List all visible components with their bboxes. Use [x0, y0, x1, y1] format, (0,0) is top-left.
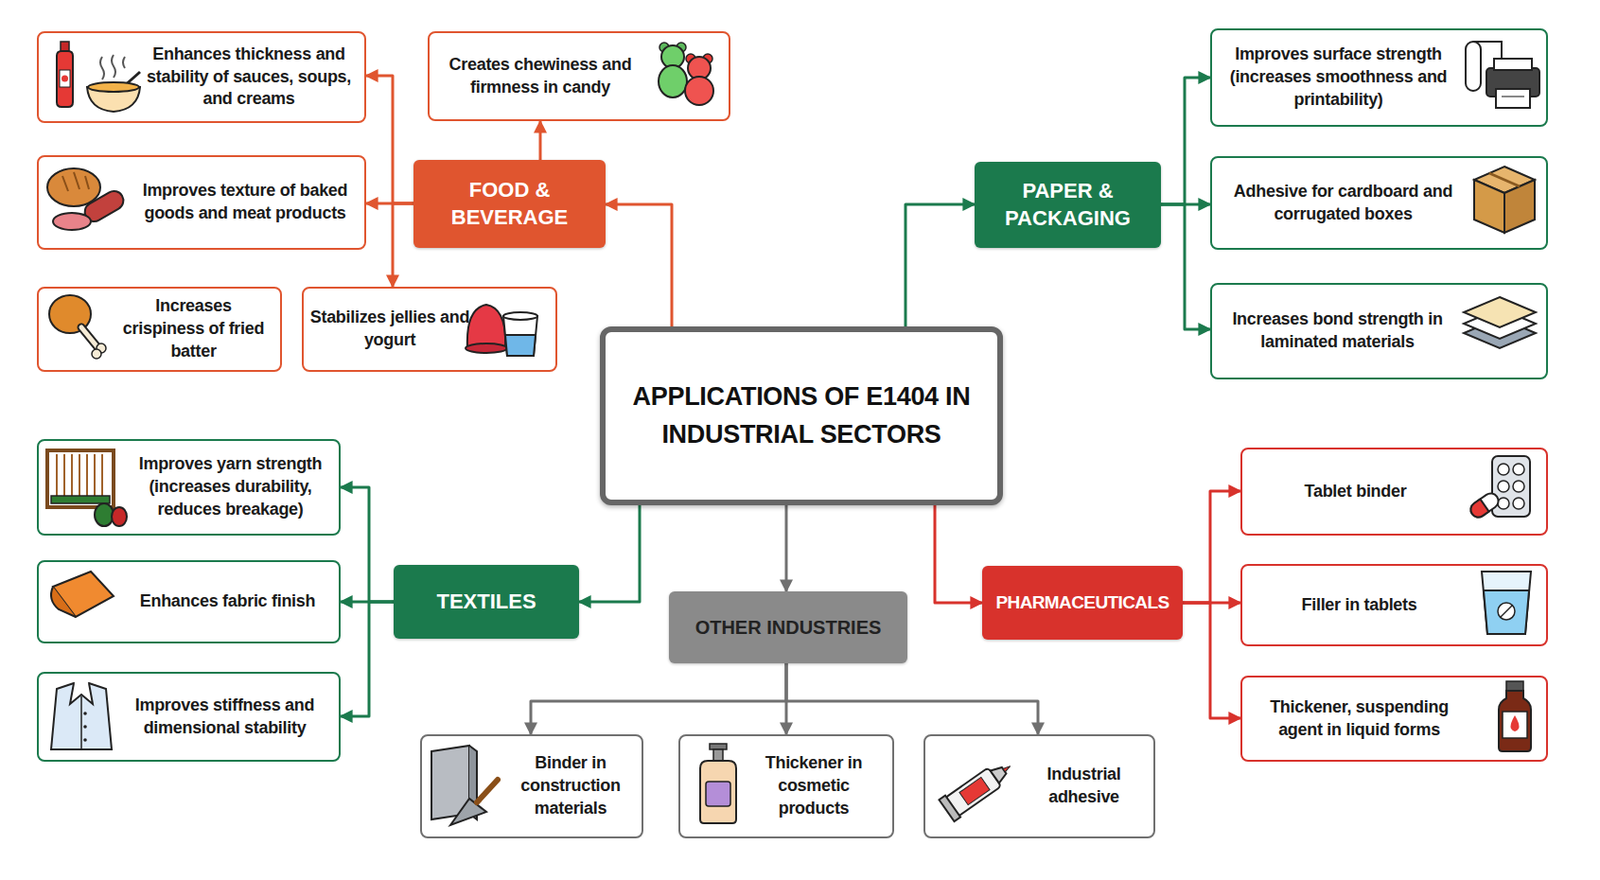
node-text: Enhances thickness and stability of sauc…	[139, 43, 359, 111]
node-text: Improves yarn strength (increases durabi…	[127, 453, 334, 521]
category-box: OTHER INDUSTRIES	[668, 591, 908, 664]
connector-arrow	[1160, 77, 1211, 205]
node-text: Filler in tablets	[1301, 594, 1418, 617]
node-text: Industrial adhesive	[1019, 763, 1148, 809]
application-box: Filler in tablets	[1240, 563, 1548, 647]
category-box: TEXTILES	[393, 564, 580, 639]
application-box: Binder in construction materials	[420, 734, 644, 839]
node-text: Enhances fabric finish	[140, 590, 316, 614]
node-text: Tablet binder	[1304, 480, 1407, 504]
connector-arrow	[366, 202, 414, 206]
node-text: Thickener in cosmetic products	[740, 752, 887, 820]
application-box: Tablet binder	[1240, 447, 1548, 536]
application-box: Improves texture of baked goods and meat…	[36, 155, 367, 250]
connector-arrow	[785, 505, 789, 592]
connector-arrow	[340, 600, 394, 604]
connector-arrow	[934, 505, 983, 603]
node-text: FOOD & BEVERAGE	[421, 176, 598, 231]
node-text: Increases crispiness of fried batter	[112, 295, 275, 363]
node-text: PAPER & PACKAGING	[982, 177, 1154, 232]
connector-arrow	[605, 204, 672, 327]
connector-arrow	[1160, 204, 1211, 330]
application-box: Creates chewiness and firmness in candy	[427, 31, 731, 122]
node-text: Creates chewiness and firmness in candy	[437, 53, 644, 100]
application-box: Stabilizes jellies and yogurt	[301, 286, 558, 372]
application-box: Enhances fabric finish	[36, 560, 341, 644]
connector-arrow	[905, 204, 975, 327]
application-box: Thickener, suspending agent in liquid fo…	[1240, 675, 1548, 762]
connector-arrow	[392, 203, 414, 287]
application-box: Adhesive for cardboard and corrugated bo…	[1210, 156, 1548, 250]
connector-arrow	[1160, 203, 1211, 207]
node-text: PHARMACEUTICALS	[995, 591, 1169, 616]
application-box: Increases crispiness of fried batter	[36, 286, 282, 372]
node-text: Stabilizes jellies and yogurt	[309, 306, 471, 352]
connector-arrow	[1182, 601, 1241, 605]
connector-arrow	[340, 601, 394, 717]
connector-arrow	[1182, 602, 1241, 719]
connector-arrow	[366, 75, 414, 204]
application-box: Improves surface strength (increases smo…	[1210, 28, 1548, 127]
connector-arrow	[530, 663, 787, 735]
application-box: Improves stiffness and dimensional stabi…	[36, 671, 341, 762]
connector-arrow	[1182, 491, 1241, 603]
application-box: Industrial adhesive	[923, 734, 1156, 839]
category-box: PHARMACEUTICALS	[982, 565, 1183, 640]
node-text: APPLICATIONS OF E1404 IN INDUSTRIAL SECT…	[622, 378, 981, 453]
node-text: Improves stiffness and dimensional stabi…	[116, 694, 334, 740]
connector-arrow	[786, 663, 1038, 735]
node-text: Increases bond strength in laminated mat…	[1217, 308, 1458, 354]
node-text: Thickener, suspending agent in liquid fo…	[1248, 696, 1471, 742]
node-text: Improves surface strength (increases smo…	[1217, 43, 1460, 111]
category-box: FOOD & BEVERAGE	[413, 159, 606, 248]
application-box: Improves yarn strength (increases durabi…	[36, 439, 341, 536]
category-box: PAPER & PACKAGING	[974, 161, 1161, 248]
node-text: Binder in construction materials	[505, 752, 636, 820]
node-text: Improves texture of baked goods and meat…	[131, 179, 359, 226]
application-box: Thickener in cosmetic products	[678, 734, 895, 839]
connector-arrow	[340, 487, 394, 602]
application-box: Enhances thickness and stability of sauc…	[36, 31, 367, 124]
node-text: TEXTILES	[436, 588, 536, 616]
application-box: Increases bond strength in laminated mat…	[1210, 282, 1548, 380]
connector-arrow	[579, 505, 640, 602]
connector-arrow	[539, 121, 543, 160]
connector-arrow	[785, 663, 789, 735]
node-text: OTHER INDUSTRIES	[695, 615, 882, 640]
title-box: APPLICATIONS OF E1404 IN INDUSTRIAL SECT…	[599, 326, 1003, 506]
node-text: Adhesive for cardboard and corrugated bo…	[1217, 180, 1469, 227]
